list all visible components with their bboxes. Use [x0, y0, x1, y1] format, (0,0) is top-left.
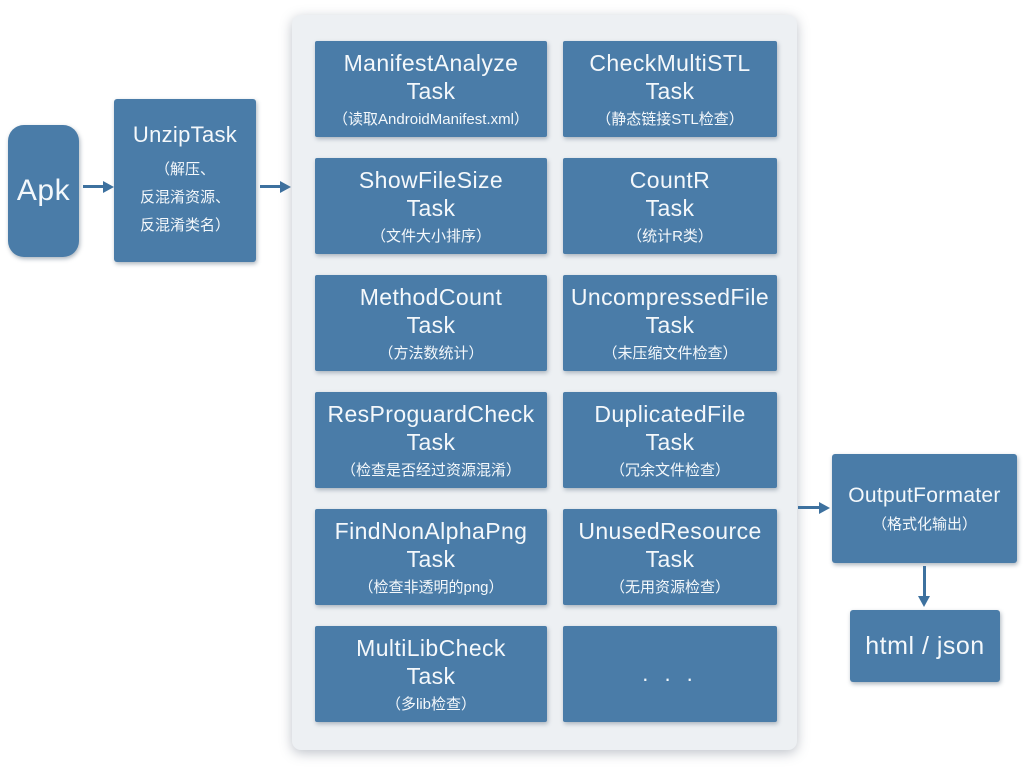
task-name: MethodCount: [359, 284, 503, 310]
output-formater-node: OutputFormater （格式化输出）: [832, 454, 1017, 563]
task-name: ResProguardCheck: [327, 401, 535, 427]
task-node-unusedresource: UnusedResource Task （无用资源检查）: [563, 509, 777, 605]
task-word: Task: [406, 663, 456, 689]
task-node-methodcount: MethodCount Task （方法数统计）: [315, 275, 547, 371]
task-word: Task: [406, 546, 456, 572]
task-name: UncompressedFile: [570, 284, 770, 310]
arrow-unzip-to-panel: [260, 185, 281, 188]
task-node-resproguardcheck: ResProguardCheck Task （检查是否经过资源混淆）: [315, 392, 547, 488]
unzip-task-sub-line1: （解压、: [154, 160, 215, 178]
task-node-countr: CountR Task （统计R类）: [563, 158, 777, 254]
task-word: Task: [406, 312, 456, 338]
task-name: ShowFileSize: [358, 167, 504, 193]
task-word: Task: [645, 429, 695, 455]
task-sub: （读取AndroidManifest.xml）: [333, 111, 529, 128]
unzip-task-sub-line2: 反混淆资源、: [139, 188, 230, 206]
result-node: html / json: [850, 610, 1000, 682]
task-sub: （冗余文件检查）: [609, 462, 730, 479]
task-node-uncompressedfile: UncompressedFile Task （未压缩文件检查）: [563, 275, 777, 371]
task-word: Task: [645, 195, 695, 221]
task-sub: （检查非透明的png）: [358, 579, 504, 596]
ellipsis-label: . . .: [642, 661, 698, 686]
arrow-output-to-result: [923, 566, 926, 597]
apk-label: Apk: [16, 174, 71, 207]
task-grid: ManifestAnalyze Task （读取AndroidManifest.…: [315, 41, 777, 722]
task-name: CountR: [629, 167, 711, 193]
task-word: Task: [645, 312, 695, 338]
task-node-findnonalphapng: FindNonAlphaPng Task （检查非透明的png）: [315, 509, 547, 605]
output-formater-sub: （格式化输出）: [871, 515, 977, 533]
arrowhead-apk-to-unzip-icon: [103, 181, 114, 193]
task-sub: （方法数统计）: [378, 345, 484, 362]
task-name: FindNonAlphaPng: [334, 518, 528, 544]
task-node-checkmultistl: CheckMultiSTL Task （静态链接STL检查）: [563, 41, 777, 137]
task-name: DuplicatedFile: [594, 401, 746, 427]
arrow-apk-to-unzip: [83, 185, 104, 188]
task-word: Task: [406, 195, 456, 221]
arrow-panel-to-output: [798, 506, 820, 509]
task-sub: （多lib检查）: [385, 696, 476, 713]
task-sub: （文件大小排序）: [370, 228, 491, 245]
arrowhead-output-to-result-icon: [918, 596, 930, 607]
task-name: MultiLibCheck: [356, 635, 506, 661]
arrowhead-panel-to-output-icon: [819, 502, 830, 514]
task-node-multilibcheck: MultiLibCheck Task （多lib检查）: [315, 626, 547, 722]
apk-node: Apk: [8, 125, 79, 257]
task-name: UnusedResource: [578, 518, 762, 544]
task-node-duplicatedfile: DuplicatedFile Task （冗余文件检查）: [563, 392, 777, 488]
task-sub: （静态链接STL检查）: [596, 111, 744, 128]
task-group-panel: ManifestAnalyze Task （读取AndroidManifest.…: [292, 15, 797, 750]
task-node-ellipsis: . . .: [563, 626, 777, 722]
unzip-task-sub-line3: 反混淆类名）: [139, 216, 230, 234]
task-sub: （未压缩文件检查）: [602, 345, 738, 362]
unzip-task-title: UnzipTask: [132, 121, 238, 147]
task-word: Task: [645, 78, 695, 104]
task-sub: （检查是否经过资源混淆）: [340, 462, 521, 479]
task-word: Task: [406, 429, 456, 455]
task-word: Task: [406, 78, 456, 104]
output-formater-title: OutputFormater: [848, 483, 1001, 507]
arrowhead-unzip-to-panel-icon: [280, 181, 291, 193]
unzip-task-node: UnzipTask （解压、 反混淆资源、 反混淆类名）: [114, 99, 256, 262]
task-word: Task: [645, 546, 695, 572]
task-sub: （无用资源检查）: [609, 579, 730, 596]
result-label: html / json: [865, 631, 985, 660]
task-node-showfilesize: ShowFileSize Task （文件大小排序）: [315, 158, 547, 254]
task-node-manifestanalyze: ManifestAnalyze Task （读取AndroidManifest.…: [315, 41, 547, 137]
task-name: CheckMultiSTL: [589, 50, 751, 76]
task-name: ManifestAnalyze: [343, 50, 519, 76]
task-sub: （统计R类）: [627, 228, 713, 245]
